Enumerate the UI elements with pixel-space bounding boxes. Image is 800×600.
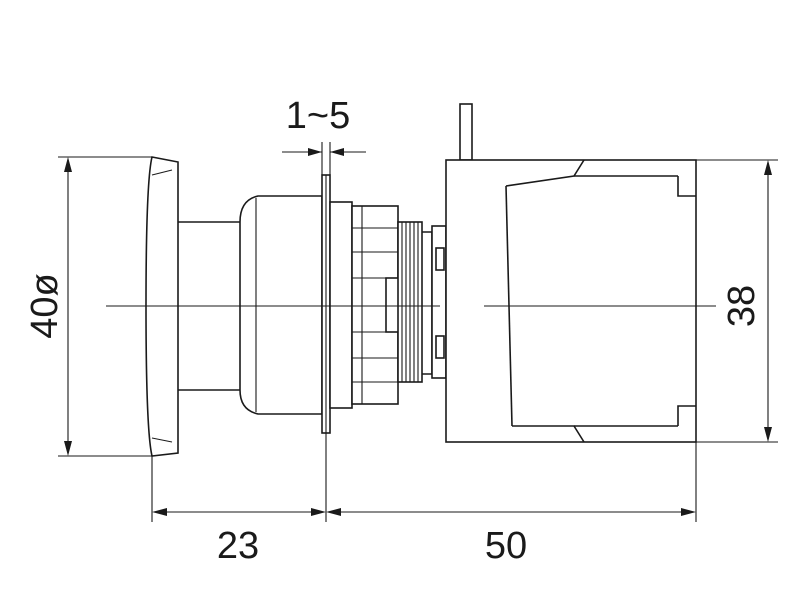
threaded-body — [397, 221, 433, 383]
diameter-label: 40ø — [24, 273, 66, 338]
block-height-label: 38 — [721, 285, 763, 327]
bezel — [239, 195, 323, 415]
stem — [178, 221, 240, 391]
panel — [321, 174, 331, 434]
locking-nut — [329, 201, 401, 409]
adapter — [431, 225, 447, 379]
diameter-dimension — [58, 156, 152, 457]
block-height-dimension — [696, 159, 778, 443]
rear-length-label: 50 — [485, 525, 527, 567]
contact-block — [445, 103, 697, 443]
length-dimensions — [151, 433, 697, 522]
front-length-label: 23 — [217, 525, 259, 567]
panel-thickness-dimension — [282, 142, 366, 175]
panel-thickness-label: 1~5 — [286, 95, 350, 137]
